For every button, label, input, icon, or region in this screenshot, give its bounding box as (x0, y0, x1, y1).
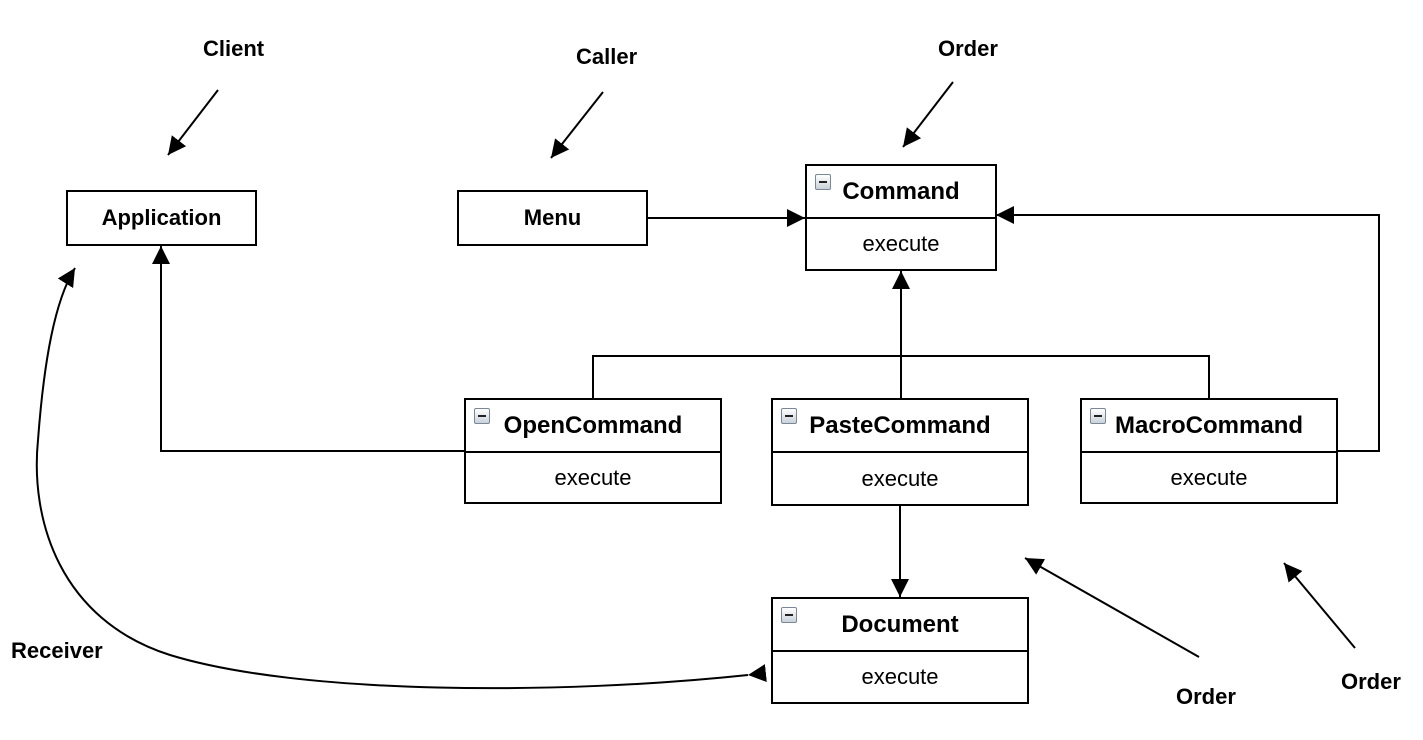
command-operations: execute (807, 219, 995, 269)
collapse-toggle-icon[interactable] (781, 607, 797, 623)
menu-box[interactable]: Menu (457, 190, 648, 246)
command-class[interactable]: Command execute (805, 164, 997, 271)
order-top-pointer-arrow (902, 81, 954, 148)
pastecommand-operations: execute (773, 453, 1027, 504)
opencommand-header: OpenCommand (466, 400, 720, 453)
order-role-label-bottom: Order (1176, 684, 1236, 709)
macrocommand-inheritance-line (901, 355, 1210, 399)
opencommand-inheritance-line (592, 355, 901, 399)
document-name: Document (841, 610, 959, 638)
application-box[interactable]: Application (66, 190, 257, 246)
order-role-label-right: Order (1341, 669, 1401, 694)
collapse-toggle-icon[interactable] (781, 408, 797, 424)
pastecommand-class[interactable]: PasteCommand execute (771, 398, 1029, 506)
collapse-toggle-icon[interactable] (1090, 408, 1106, 424)
command-operation: execute (862, 231, 940, 256)
document-operations: execute (773, 652, 1027, 702)
caller-pointer-arrow (550, 91, 604, 159)
collapse-toggle-icon[interactable] (815, 174, 831, 190)
opencommand-class[interactable]: OpenCommand execute (464, 398, 722, 504)
document-header: Document (773, 599, 1027, 652)
macrocommand-header: MacroCommand (1082, 400, 1336, 453)
receiver-role-label: Receiver (11, 638, 103, 663)
document-operation: execute (861, 664, 939, 689)
pastecommand-name: PasteCommand (809, 411, 991, 439)
command-name: Command (842, 177, 960, 205)
macrocommand-to-command-arrow (996, 206, 1380, 452)
menu-label: Menu (523, 205, 582, 230)
opencommand-operations: execute (466, 453, 720, 502)
opencommand-to-application-arrow (152, 246, 465, 452)
command-header: Command (807, 166, 995, 219)
order-mid-pointer-arrow (1024, 557, 1200, 658)
collapse-toggle-icon[interactable] (474, 408, 490, 424)
order-role-label-top: Order (938, 36, 998, 61)
pastecommand-header: PasteCommand (773, 400, 1027, 453)
order-right-pointer-arrow (1283, 562, 1356, 649)
receiver-curve-arrow (35, 267, 767, 690)
opencommand-operation: execute (554, 464, 632, 490)
pastecommand-operation: execute (861, 465, 939, 491)
caller-role-label: Caller (576, 44, 638, 69)
opencommand-name: OpenCommand (503, 411, 683, 439)
macrocommand-class[interactable]: MacroCommand execute (1080, 398, 1338, 504)
macrocommand-name: MacroCommand (1114, 411, 1304, 439)
macrocommand-operations: execute (1082, 453, 1336, 502)
client-pointer-arrow (167, 89, 219, 156)
client-role-label: Client (203, 36, 265, 61)
application-label: Application (101, 205, 222, 230)
macrocommand-operation: execute (1170, 464, 1248, 490)
document-class[interactable]: Document execute (771, 597, 1029, 704)
